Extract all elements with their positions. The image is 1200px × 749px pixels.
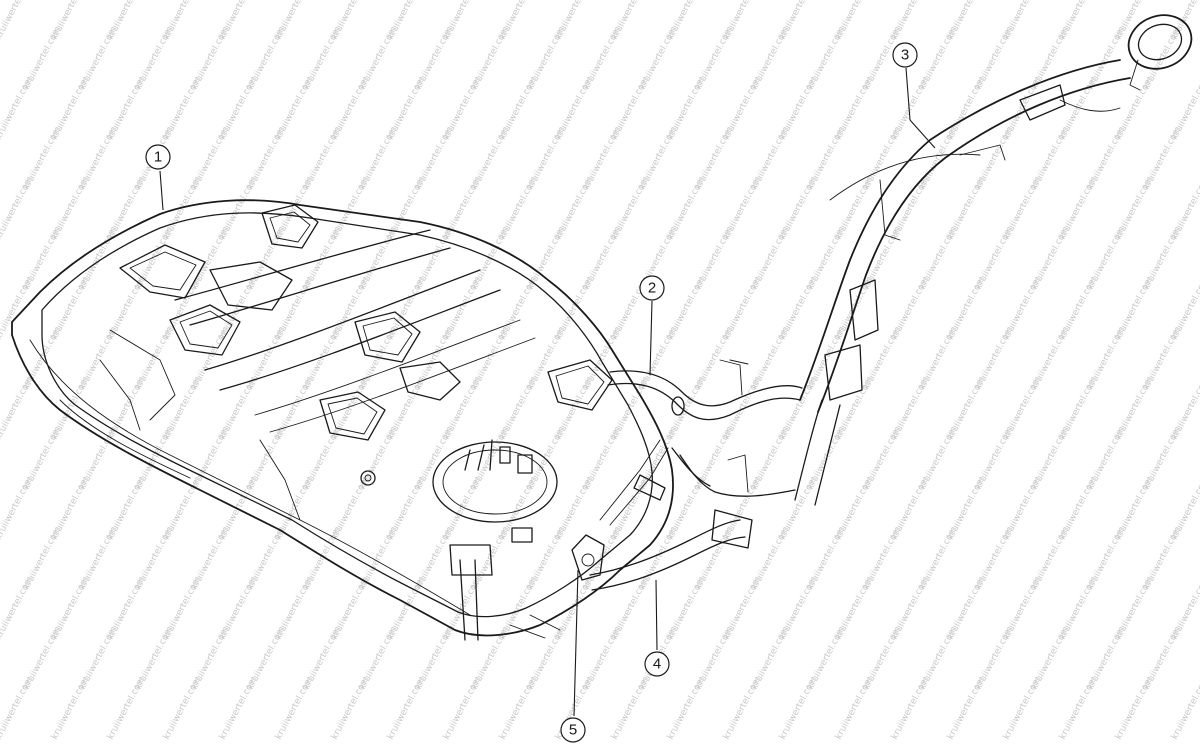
callout-5: 5: [560, 717, 586, 743]
svg-text:1: 1: [154, 149, 162, 166]
watermark-text: kruiiwertel.com: [0, 275, 35, 341]
callout-2: 2: [639, 275, 665, 301]
fuel-tank: [11, 199, 674, 641]
watermark-text: kruiiwertel.com: [0, 375, 35, 441]
fuel-lines: [589, 14, 1193, 591]
watermark-text: kruiiwertel.com: [1002, 675, 1044, 741]
svg-text:4: 4: [653, 656, 661, 673]
watermark-text: kruiiwertel.com: [330, 675, 372, 741]
watermark-text: kruiiwertel.com: [442, 675, 484, 741]
watermark-text: kruiiwertel.com: [1114, 675, 1156, 741]
watermark-text: kruiiwertel.com: [106, 675, 148, 741]
svg-text:5: 5: [569, 722, 577, 739]
watermark-text: kruiiwertel.com: [0, 175, 35, 241]
watermark-text: kruiiwertel.com: [274, 675, 316, 741]
watermark-text: kruiiwertel.com: [0, 675, 35, 741]
callout-3: 3: [892, 42, 918, 68]
watermark-text: kruiiwertel.com: [722, 675, 764, 741]
watermark-text: kruiiwertel.com: [0, 0, 35, 41]
callout-1: 1: [145, 144, 171, 170]
watermark-text: kruiiwertel.com: [1170, 675, 1200, 741]
watermark-text: kruiiwertel.com: [0, 475, 35, 541]
watermark-text: kruiiwertel.com: [386, 675, 428, 741]
watermark-text: kruiiwertel.com: [0, 575, 35, 641]
watermark-text: kruiiwertel.com: [666, 675, 708, 741]
callout-4: 4: [644, 651, 670, 677]
watermark-text: kruiiwertel.com: [0, 75, 35, 141]
callouts: 1 2 3 4 5: [145, 42, 936, 743]
watermark-text: kruiiwertel.com: [890, 675, 932, 741]
watermark-text: kruiiwertel.com: [162, 675, 204, 741]
svg-text:2: 2: [648, 280, 656, 297]
watermark-text: kruiiwertel.com: [498, 675, 540, 741]
svg-text:3: 3: [901, 47, 909, 64]
watermark-text: kruiiwertel.com: [50, 675, 92, 741]
watermark-text: kruiiwertel.com: [218, 675, 260, 741]
watermark-text: kruiiwertel.com: [1058, 675, 1100, 741]
watermark-text: kruiiwertel.com: [778, 675, 820, 741]
watermark-text: kruiiwertel.com: [946, 675, 988, 741]
watermark-text: kruiiwertel.com: [834, 675, 876, 741]
watermark-text: kruiiwertel.com: [610, 675, 652, 741]
